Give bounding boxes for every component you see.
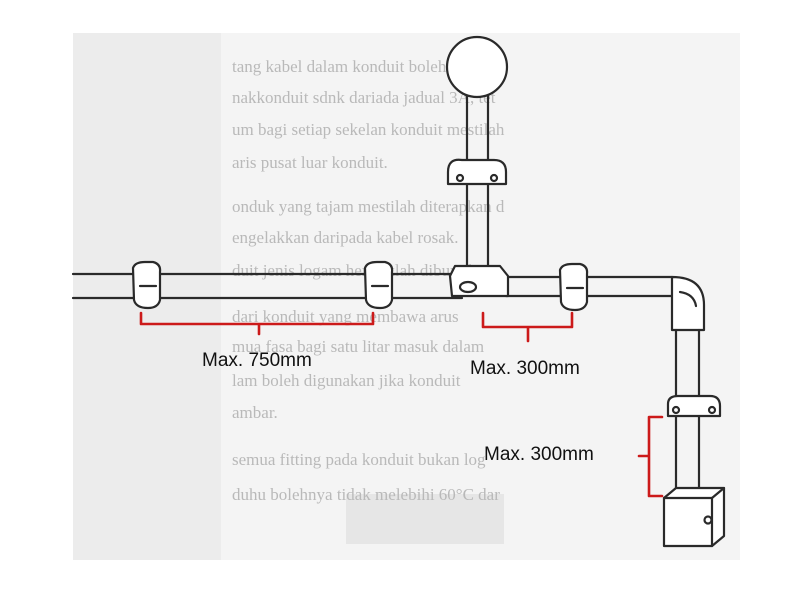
- dimension-bracket-750: [139, 311, 375, 336]
- background-text-line: semua fitting pada konduit bukan log: [232, 450, 486, 469]
- background-text-line: dari konduit yang membawa arus: [232, 307, 459, 326]
- elbow-bend-detail: [678, 290, 698, 308]
- down-saddle-clip: [666, 394, 722, 418]
- round-junction-box: [445, 35, 509, 99]
- dimension-bracket-300-horizontal: [481, 311, 574, 343]
- tee-fitting: [448, 264, 510, 298]
- dimension-label-300-horizontal: Max. 300mm: [470, 358, 580, 379]
- switch-box: [662, 486, 726, 548]
- elbow-bend: [670, 275, 706, 332]
- background-text-line: onduk yang tajam mestilah diterapkan d: [232, 197, 505, 216]
- background-text-line: duhu bolehnya tidak melebihi 60°C dar: [232, 485, 500, 504]
- scan-patch: [346, 494, 504, 544]
- background-text-line: um bagi setiap sekelan konduit mestilah: [232, 120, 505, 139]
- dimension-label-300-vertical: Max. 300mm: [484, 444, 594, 465]
- riser-saddle-clip: [446, 158, 508, 186]
- background-text-line: lam boleh digunakan jika konduit: [232, 371, 461, 390]
- background-text-line: engelakkan daripada kabel rosak.: [232, 228, 459, 247]
- dimension-label-750: Max. 750mm: [202, 350, 312, 371]
- background-text-line: nakkonduit sdnk dariada jadual 3A, tet: [232, 88, 496, 107]
- background-text-line: ambar.: [232, 403, 278, 422]
- saddle-clip-2: [363, 260, 394, 310]
- background-text-line: aris pusat luar konduit.: [232, 153, 388, 172]
- background-text: tang kabel dalam konduit boleh ditarik na…: [232, 57, 505, 504]
- dimension-bracket-300-vertical: [637, 415, 664, 498]
- background-text-line: tang kabel dalam konduit boleh ditarik: [232, 57, 495, 76]
- tee-fitting-detail: [458, 280, 478, 294]
- saddle-clip-3: [558, 262, 589, 312]
- background-text-line: mua fasa bagi satu litar masuk dalam: [232, 337, 484, 356]
- background-text-line: duit jenis logam hendaklah dibumikan: [232, 261, 493, 280]
- saddle-clip-1: [131, 260, 162, 310]
